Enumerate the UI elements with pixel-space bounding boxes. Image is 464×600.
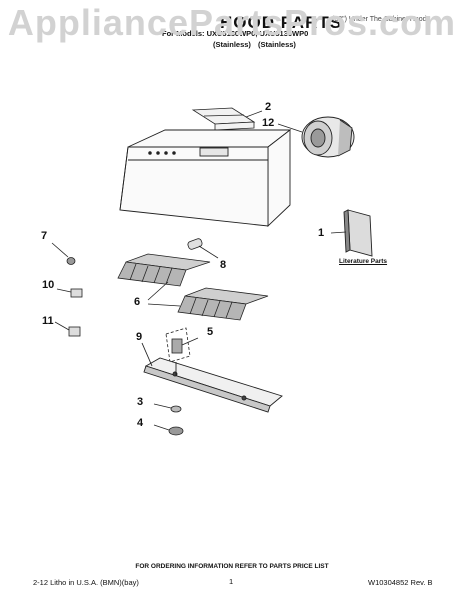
part-6-grease-filters <box>117 253 269 321</box>
watermark: AppliancePartsPros.com <box>7 2 457 43</box>
callout-11: 11 <box>42 315 54 327</box>
callout-12: 12 <box>262 117 275 129</box>
part-11-switch <box>54 321 81 337</box>
part-4-lens <box>153 424 184 436</box>
part-12-blower <box>301 116 355 158</box>
callout-10: 10 <box>42 279 55 291</box>
leader-lines <box>245 110 347 234</box>
callout-7: 7 <box>41 230 48 242</box>
hood-body <box>119 129 292 228</box>
callout-8: 8 <box>220 259 227 271</box>
callout-4: 4 <box>137 417 144 429</box>
page-title: HOOD PARTS <box>220 13 343 32</box>
callout-5: 5 <box>207 326 214 338</box>
part-2-bracket <box>191 107 256 131</box>
literature-parts-label: Literature Parts <box>339 258 388 265</box>
variant-label-2: (Stainless) <box>258 40 296 49</box>
callout-1: 1 <box>318 227 325 239</box>
part-3-screw <box>153 403 182 413</box>
part-5-light-socket <box>165 327 199 363</box>
callout-2: 2 <box>265 101 272 113</box>
part-1-literature <box>343 209 373 257</box>
part-10-switch <box>56 288 83 298</box>
product-description: (30") Under The Cabinet Hood <box>332 16 427 23</box>
callout-3: 3 <box>137 396 144 408</box>
ordering-note: FOR ORDERING INFORMATION REFER TO PARTS … <box>135 563 329 570</box>
print-info: 2-12 Litho in U.S.A. (BMN)(bay) <box>33 578 139 587</box>
part-8-bulb <box>187 238 219 259</box>
callout-9: 9 <box>136 331 143 343</box>
part-7-knob <box>51 242 76 265</box>
page-number: 1 <box>229 577 234 586</box>
document-number: W10304852 Rev. B <box>368 578 433 587</box>
variant-label-1: (Stainless) <box>213 40 251 49</box>
part-9-bottom-panel <box>141 342 283 413</box>
callout-6: 6 <box>134 296 141 308</box>
model-numbers: For Models: UXU5130WP0, UXU5136WP0 <box>162 29 309 38</box>
